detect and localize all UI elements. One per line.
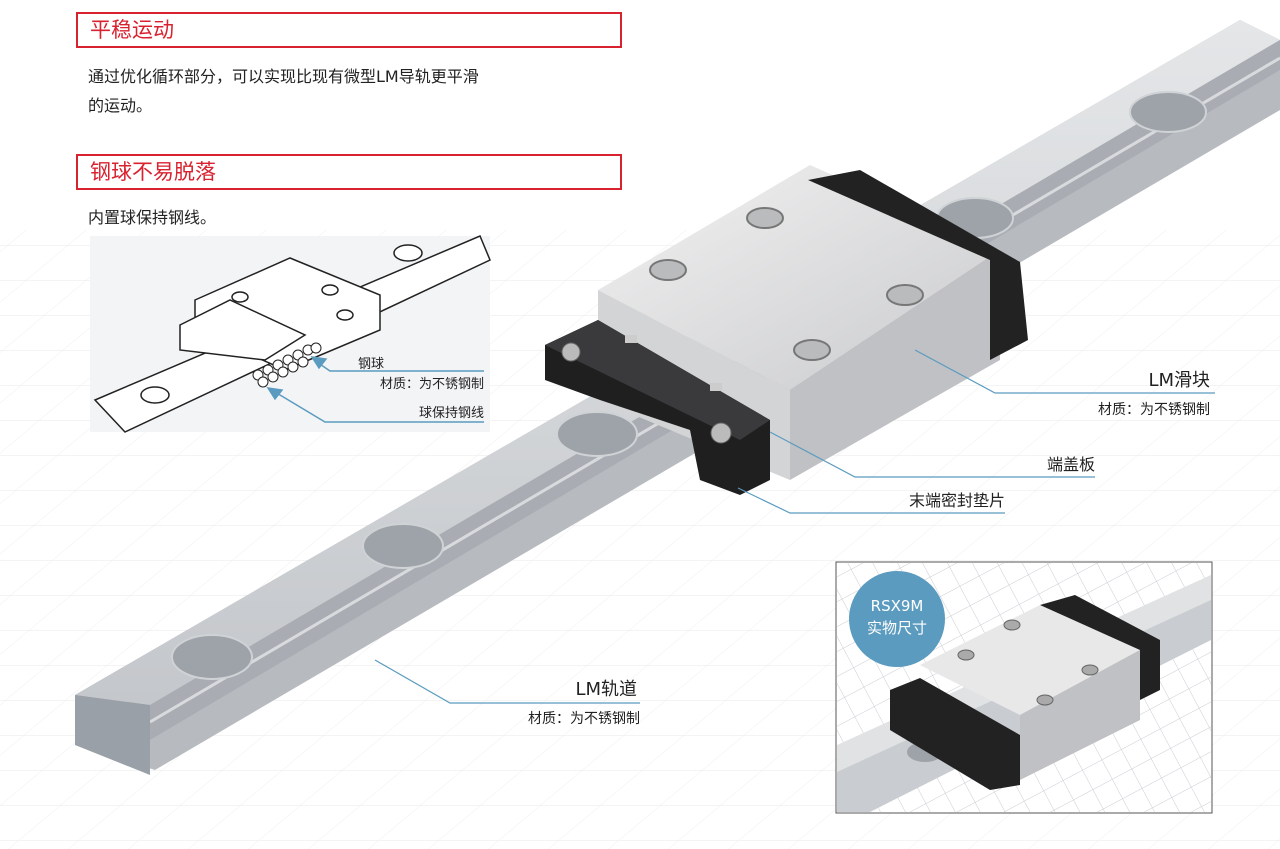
actual-size-badge <box>849 571 945 667</box>
ball-material: 材质：为不锈钢制 <box>380 377 484 392</box>
smooth-motion-line2: 的运动。 <box>88 96 153 115</box>
badge-caption: 实物尺寸 <box>867 619 927 637</box>
badge-model: RSX9M <box>871 597 924 615</box>
retainer-label: 球保持钢线 <box>419 406 484 421</box>
heading-smooth-motion: 平稳运动 <box>76 12 622 48</box>
block-material: 材质：为不锈钢制 <box>1098 402 1210 418</box>
inset-ball-retainer-illustration <box>90 235 491 433</box>
rail-label: LM轨道 <box>575 679 637 700</box>
block-label: LM滑块 <box>1148 370 1210 391</box>
ball-retention-text: 内置球保持钢线。 <box>88 208 217 227</box>
smooth-motion-text: 通过优化循环部分，可以实现比现有微型LM导轨更平滑 的运动。 <box>88 62 479 120</box>
rail-material: 材质：为不锈钢制 <box>528 711 640 727</box>
lm-block <box>545 165 1028 495</box>
end-plate-label: 端盖板 <box>1047 455 1095 474</box>
smooth-motion-line1: 通过优化循环部分，可以实现比现有微型LM导轨更平滑 <box>88 67 479 86</box>
heading-ball-retention: 钢球不易脱落 <box>76 154 622 190</box>
leader-lines <box>374 349 1215 704</box>
ball-label: 钢球 <box>358 357 384 372</box>
mounting-holes <box>171 91 1207 680</box>
end-seal-label: 末端密封垫片 <box>909 491 1005 510</box>
